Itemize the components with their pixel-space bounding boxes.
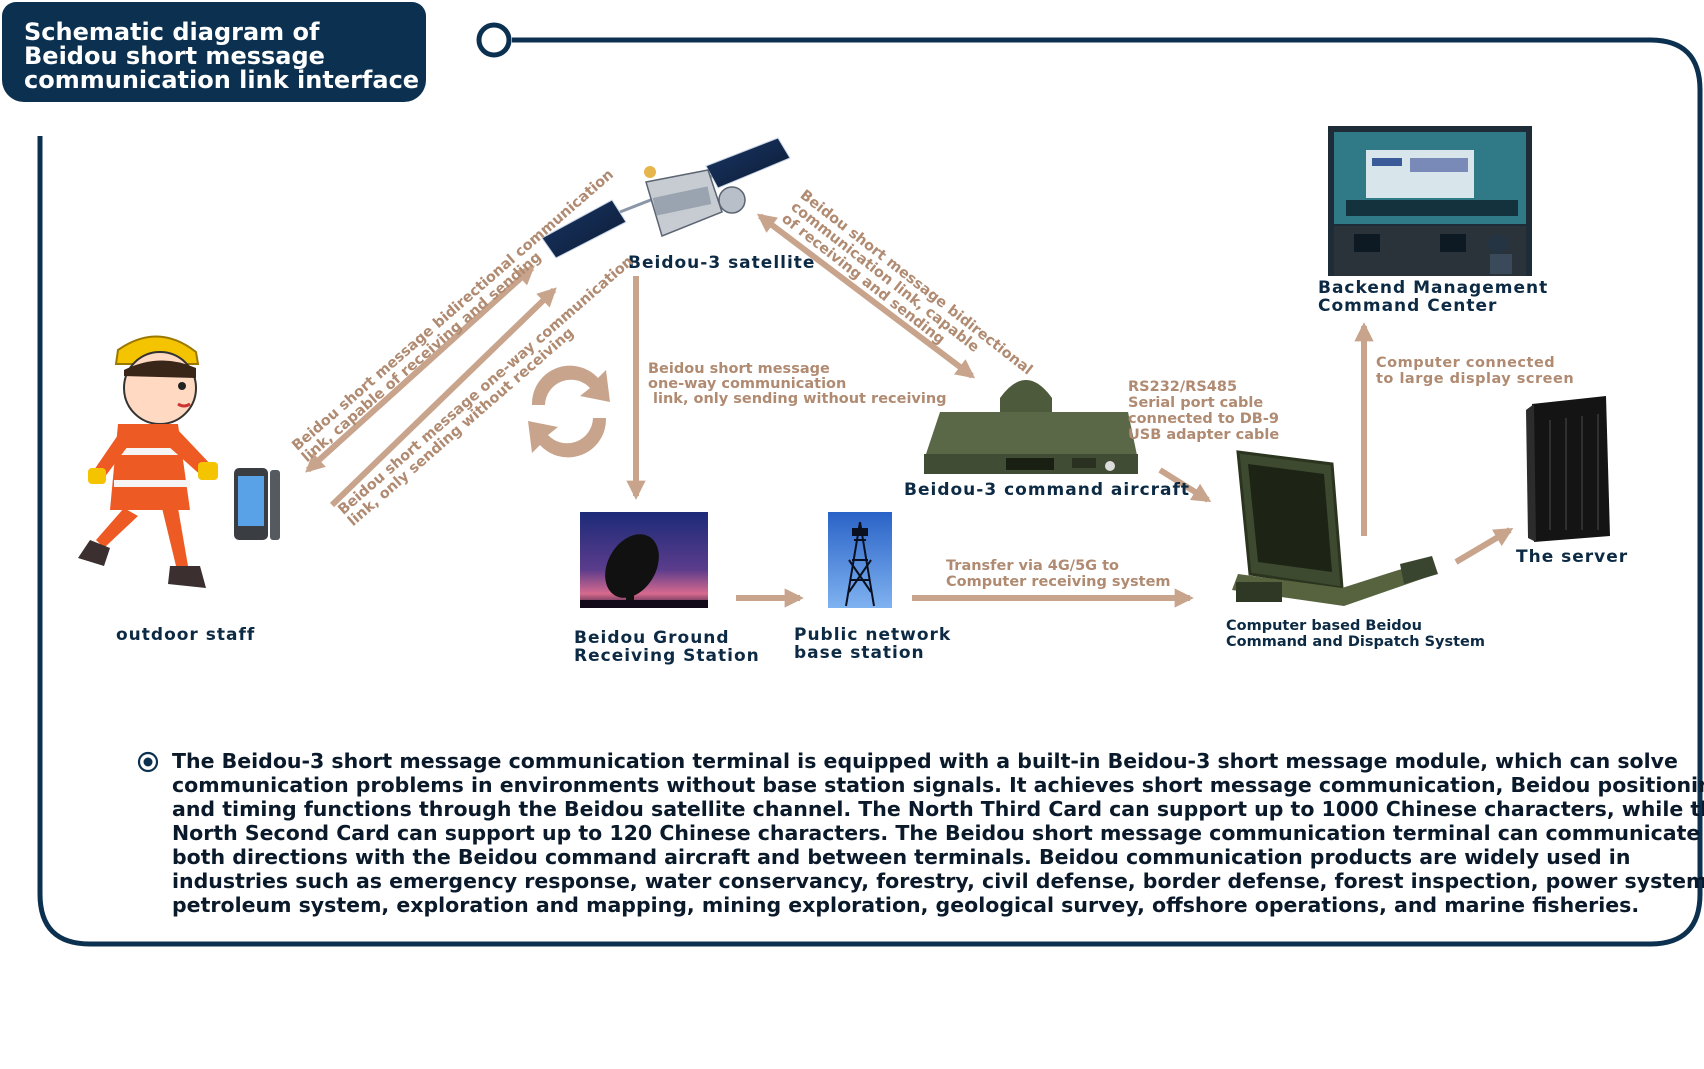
title-line: communication link interface [24, 66, 420, 94]
label-line: to large display screen [1376, 371, 1575, 387]
link-label-display-screen: Computer connected to large display scre… [1376, 355, 1574, 387]
public-base-station-label: Public network base station [794, 626, 951, 662]
label-line: connected to DB-9 [1128, 411, 1279, 427]
link-label-satellite-ground: Beidou short message one-way communicati… [648, 362, 947, 407]
public-base-station-photo [828, 512, 892, 608]
label-line: Computer connected [1376, 355, 1556, 371]
dispatch-system-label: Computer based Beidou Command and Dispat… [1226, 618, 1485, 650]
arrow-satellite-aircraft [756, 213, 976, 379]
label-line: link, only sending without receiving [648, 391, 947, 407]
label-line: USB adapter cable [1128, 427, 1280, 443]
arrow-computer-server [1454, 527, 1514, 565]
arrow-staff-bidirectional [305, 265, 535, 473]
label-line: Serial port cable [1128, 395, 1264, 411]
title-line: Schematic diagram of [24, 18, 320, 46]
label-line: Beidou Ground [574, 628, 730, 648]
command-aircraft-icon [924, 380, 1138, 474]
label-line: RS232/RS485 [1128, 379, 1238, 395]
label-line: Command and Dispatch System [1226, 634, 1485, 650]
backend-center-label: Backend Management Command Center [1318, 279, 1548, 315]
label-line: Beidou short message [648, 361, 830, 377]
description-paragraph: The Beidou-3 short message communication… [172, 749, 1704, 917]
satellite-label: Beidou-3 satellite [628, 253, 816, 273]
ground-station-photo [580, 512, 708, 608]
title-line: Beidou short message [24, 42, 325, 70]
server-icon [1526, 396, 1610, 542]
satellite-icon [541, 137, 791, 259]
description-line: and timing functions through the Beidou … [172, 797, 1704, 821]
command-aircraft-label: Beidou-3 command aircraft [904, 480, 1191, 500]
label-line: base station [794, 643, 925, 663]
arrow-aircraft-computer [1158, 467, 1212, 503]
description-line: both directions with the Beidou command … [172, 845, 1631, 869]
command-center-photo [1328, 126, 1532, 276]
arrow-staff-one-way [329, 287, 557, 508]
outdoor-staff-label: outdoor staff [116, 625, 256, 645]
label-line: one-way communication [648, 376, 847, 392]
bullet-icon [137, 751, 159, 773]
link-label-4g5g: Transfer via 4G/5G to Computer receiving… [946, 558, 1171, 590]
frame [37, 22, 1703, 947]
description-line: The Beidou-3 short message communication… [172, 749, 1678, 773]
description-line: industries such as emergency response, w… [172, 869, 1704, 893]
label-line: Computer based Beidou [1226, 618, 1422, 634]
server-label: The server [1516, 547, 1629, 567]
refresh-arrows-icon [528, 365, 610, 458]
description-line: North Second Card can support up to 120 … [172, 821, 1704, 845]
link-label-serial-cable: RS232/RS485 Serial port cable connected … [1128, 379, 1279, 443]
rugged-laptop-icon [1232, 450, 1438, 606]
label-line: Receiving Station [574, 646, 760, 666]
label-line: Backend Management [1318, 278, 1549, 298]
diagram-title: Schematic diagram of Beidou short messag… [2, 2, 426, 102]
label-line: Public network [794, 625, 952, 645]
label-line: Computer receiving system [946, 574, 1171, 590]
description-line: communication problems in environments w… [172, 773, 1704, 797]
label-line: Command Center [1318, 296, 1498, 316]
description-line: petroleum system, exploration and mappin… [172, 893, 1640, 917]
label-line: Transfer via 4G/5G to [946, 558, 1120, 574]
ground-station-label: Beidou Ground Receiving Station [574, 629, 760, 665]
link-arrows [305, 213, 1514, 608]
outdoor-staff-icon [78, 335, 280, 588]
frame-node-icon [476, 22, 512, 58]
